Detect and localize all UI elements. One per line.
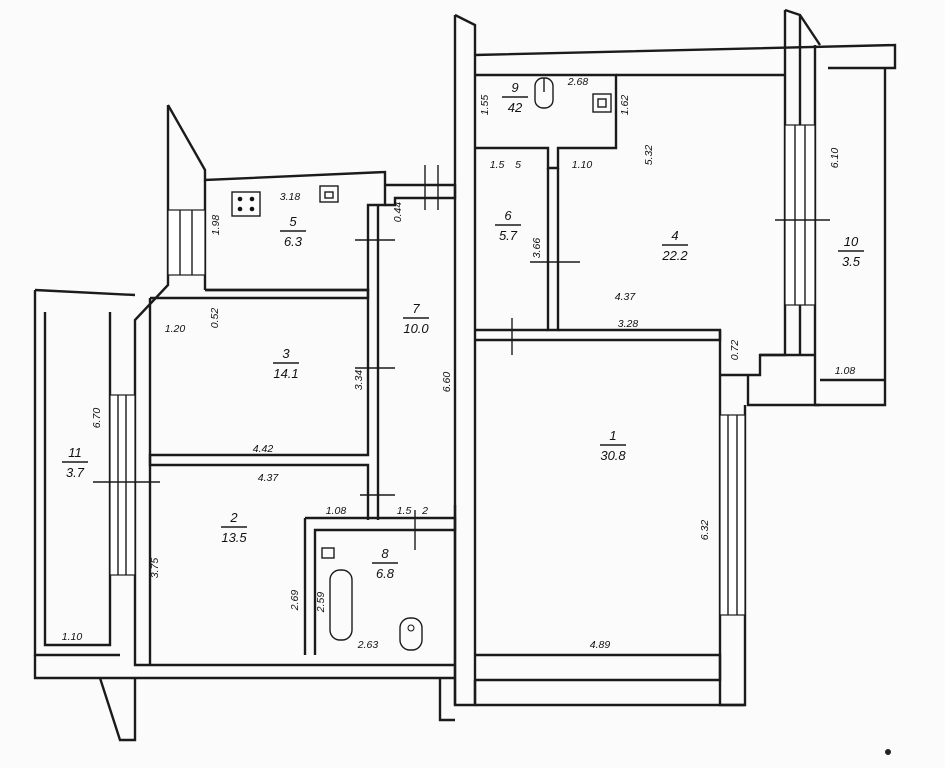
- dimension-label: 0.44: [392, 202, 404, 223]
- dimension-label: 2.63: [357, 639, 379, 651]
- room-number: 10: [844, 234, 859, 249]
- bathtub-icon: [329, 569, 353, 641]
- room-area: 6.8: [376, 566, 395, 581]
- room-number: 2: [229, 510, 238, 525]
- dimension-label: 1.08: [326, 505, 347, 517]
- window-room-5: [167, 209, 206, 276]
- dimension-label: 6.60: [441, 372, 453, 393]
- walls: [33, 8, 897, 742]
- dimension-label: 4.89: [590, 639, 611, 651]
- room-area: 3.7: [66, 465, 85, 480]
- dimension-label: 1.55: [479, 95, 491, 116]
- dimension-label: 6.32: [699, 520, 711, 541]
- dimension-label: 6.70: [91, 408, 103, 429]
- room-number: 8: [381, 546, 389, 561]
- window-room-4: [784, 124, 816, 306]
- room-area: 10.0: [403, 321, 429, 336]
- dimension-label: 3.34: [353, 370, 365, 391]
- dimension-label: 5: [515, 159, 521, 171]
- room-area: 42: [508, 100, 523, 115]
- window-corridor: [424, 165, 439, 210]
- dimension-label: 1.62: [619, 95, 631, 116]
- room-number: 5: [289, 214, 297, 229]
- dimension-label: 3.18: [280, 191, 301, 203]
- room-number: 4: [671, 228, 678, 243]
- dimension-label: 3.28: [618, 318, 639, 330]
- room-number: 9: [511, 80, 518, 95]
- room-area: 22.2: [661, 248, 688, 263]
- windows: [109, 124, 816, 616]
- room-number: 6: [504, 208, 512, 223]
- dimension-label: 3.66: [531, 238, 543, 259]
- dimension-label: 4.37: [258, 472, 280, 484]
- room-area: 5.7: [499, 228, 518, 243]
- toilet-icon: [534, 77, 554, 109]
- dimensions: 1.55 2.68 1.62 5.32 1.5 5 1.10 6.10 3.18…: [62, 76, 856, 651]
- dimension-label: 6.10: [829, 148, 841, 169]
- dimension-label: 1.10: [62, 631, 83, 643]
- ink-mark: [885, 749, 891, 755]
- room-labels: 1 30.8 2 13.5 3 14.1 4 22.2 5 6.3 6 5.7 …: [62, 80, 864, 581]
- dimension-label: 0.72: [729, 340, 741, 361]
- dimension-label: 2: [421, 505, 428, 517]
- window-room-1: [719, 414, 746, 616]
- stove-icon: [231, 191, 261, 217]
- room-area: 30.8: [600, 448, 626, 463]
- dimension-label: 1.5: [397, 505, 412, 517]
- room-number: 1: [609, 428, 616, 443]
- dimension-label: 1.98: [210, 215, 222, 236]
- bath-toilet-icon: [399, 617, 423, 651]
- room-number: 7: [412, 301, 420, 316]
- room-area: 13.5: [221, 530, 247, 545]
- bath-sink-icon: [321, 547, 335, 559]
- room-area: 6.3: [284, 234, 303, 249]
- room-area: 3.5: [842, 254, 861, 269]
- room-area: 14.1: [273, 366, 298, 381]
- dimension-label: 1.08: [835, 365, 856, 377]
- fixtures: [231, 77, 612, 651]
- dimension-label: 2.69: [289, 590, 301, 612]
- room-number: 3: [282, 346, 290, 361]
- window-room-11: [109, 394, 136, 576]
- dimension-label: 0.52: [209, 308, 221, 329]
- dimension-label: 1.10: [572, 159, 593, 171]
- kitchen-sink-icon: [319, 185, 339, 203]
- dimension-label: 1.20: [165, 323, 186, 335]
- door-marks: [93, 219, 830, 550]
- dimension-label: 2.59: [315, 592, 327, 614]
- wash-basin-icon: [592, 93, 612, 113]
- dimension-label: 2.68: [567, 76, 589, 88]
- dimension-label: 4.37: [615, 291, 637, 303]
- room-number: 11: [68, 445, 82, 460]
- dimension-label: 4.42: [253, 443, 274, 455]
- dimension-label: 1.5: [490, 159, 505, 171]
- dimension-label: 5.32: [643, 145, 655, 166]
- dimension-label: 3.75: [149, 558, 161, 579]
